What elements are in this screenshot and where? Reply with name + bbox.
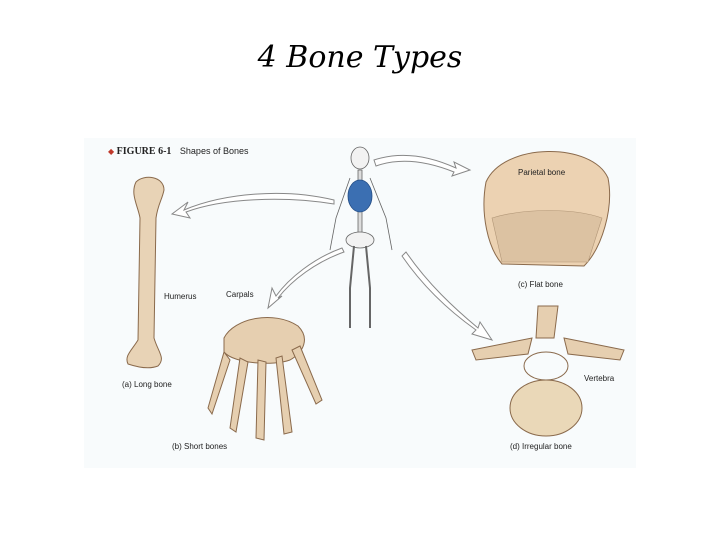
arrow-to-long-bone xyxy=(172,193,334,218)
arrow-to-short-bones xyxy=(268,248,344,308)
skull xyxy=(351,147,369,169)
right-leg xyxy=(366,246,370,328)
lungs xyxy=(348,180,372,212)
caption-short-bones: (b) Short bones xyxy=(172,442,227,451)
caption-bullet-icon: ◆ xyxy=(108,147,114,156)
figure-caption: ◆ FIGURE 6-1 Shapes of Bones xyxy=(108,146,248,157)
hand-bones xyxy=(208,317,322,440)
caption-irregular-bone: (d) Irregular bone xyxy=(510,442,572,451)
skeleton xyxy=(330,147,392,328)
slide-title: 4 Bone Types xyxy=(0,40,720,75)
left-leg xyxy=(350,246,354,328)
label-humerus: Humerus xyxy=(164,292,196,301)
caption-long-bone: (a) Long bone xyxy=(122,380,172,389)
arrow-to-flat-bone xyxy=(374,155,470,176)
label-carpals: Carpals xyxy=(226,290,254,299)
figure-title: Shapes of Bones xyxy=(180,146,249,156)
caption-flat-bone: (c) Flat bone xyxy=(518,280,563,289)
bone-figure: ◆ FIGURE 6-1 Shapes of Bones Humerus Car… xyxy=(84,138,636,468)
figure-number: FIGURE 6-1 xyxy=(117,146,172,157)
vertebra-bone xyxy=(472,306,624,436)
arrow-to-irregular-bone xyxy=(402,252,492,340)
humerus-bone xyxy=(127,177,164,367)
bone-illustration xyxy=(84,138,636,468)
pelvis xyxy=(346,232,374,248)
label-parietal: Parietal bone xyxy=(518,168,565,177)
arrows xyxy=(172,155,492,340)
label-vertebra: Vertebra xyxy=(584,374,614,383)
